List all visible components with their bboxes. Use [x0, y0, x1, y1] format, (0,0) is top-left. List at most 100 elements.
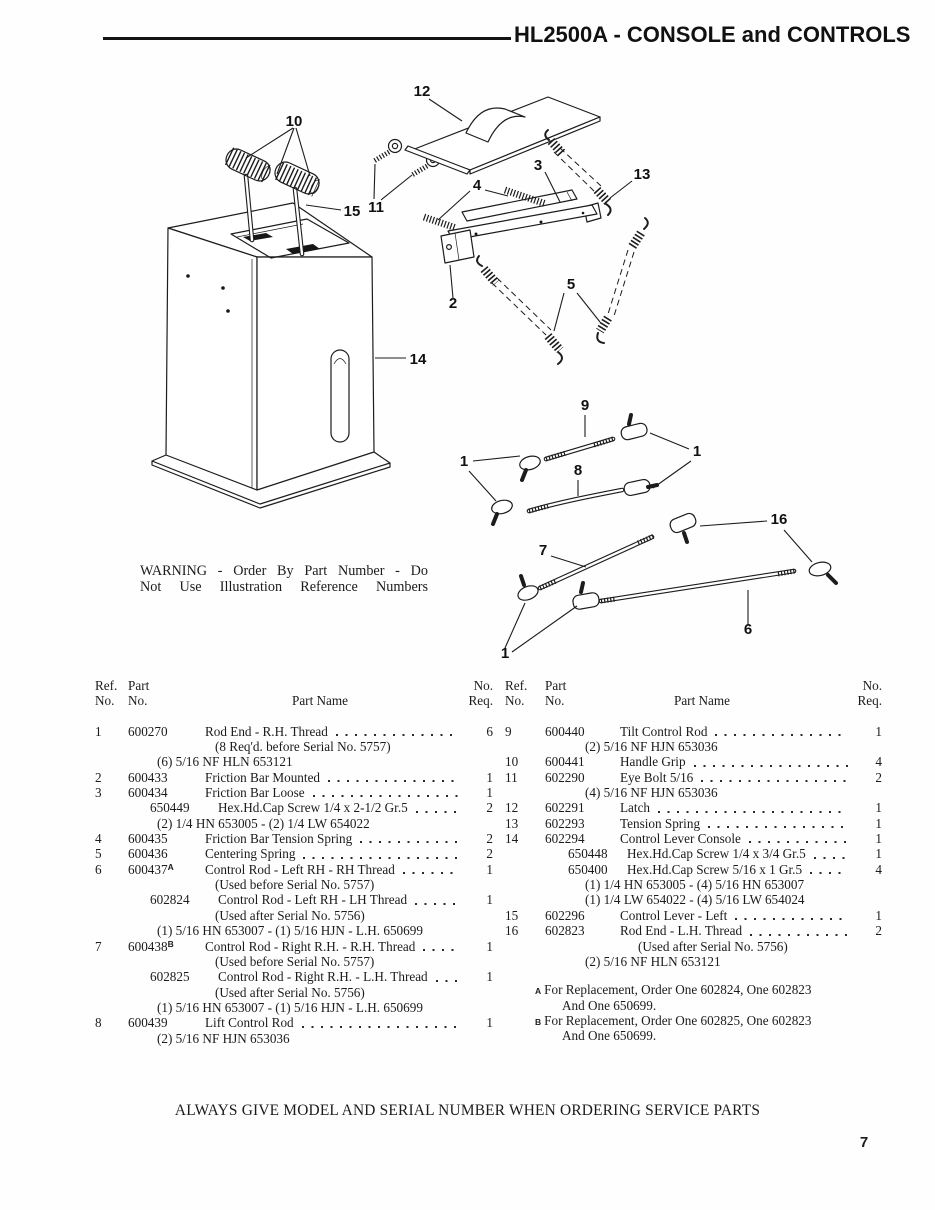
part-number: 602823: [545, 923, 585, 939]
callout-6: 6: [744, 590, 752, 638]
qty-header: Req.: [857, 693, 882, 709]
dot-leader: [301, 1025, 459, 1028]
ref-no-cell: 14: [505, 831, 519, 847]
svg-text:13: 13: [634, 166, 651, 183]
name-header: Part Name: [291, 693, 349, 709]
callout-3: 3: [534, 157, 561, 203]
part-name-cell: Control Rod - Left RH - RH Thread: [205, 861, 395, 877]
qty-cell: 1: [875, 831, 882, 847]
ref-header: Ref.: [505, 678, 528, 693]
svg-text:15: 15: [344, 203, 361, 220]
svg-text:9: 9: [581, 397, 589, 414]
part-number: 650449: [150, 800, 190, 816]
callout-10: 10: [245, 113, 311, 177]
part-header: Part: [545, 678, 567, 693]
warning-text: WARNING - Order By Part Number - Do Not …: [140, 563, 428, 596]
qty-cell: 1: [875, 846, 882, 862]
table-row: (6) 5/16 NF HLN 653121: [95, 754, 493, 769]
part-name-cell: Eye Bolt 5/16: [620, 769, 694, 785]
table-row: (2) 5/16 NF HJN 653036: [95, 1031, 493, 1046]
qty-header: Req.: [468, 693, 493, 709]
note-text: (8 Req'd. before Serial No. 5757): [215, 739, 391, 755]
dot-leader: [748, 841, 848, 844]
part-no-cell: 600437A: [128, 862, 205, 878]
footnote-marker: A: [167, 861, 174, 872]
dot-leader: [423, 948, 459, 951]
ref-no-cell: 1: [95, 723, 102, 739]
part-no-cell: 602293: [545, 816, 620, 832]
svg-text:1: 1: [460, 453, 468, 470]
part-number: 650448: [568, 846, 608, 862]
part-name-cell: Control Rod - Right R.H. - R.H. Thread: [205, 938, 416, 954]
table-row: (Used after Serial No. 5756): [95, 985, 493, 1000]
dot-leader: [360, 841, 459, 844]
part-no-cell: 600270: [128, 724, 205, 740]
part-number: 602296: [545, 907, 585, 923]
ref-no-cell: 5: [95, 846, 102, 862]
callout-12: 12: [414, 83, 463, 122]
name-header: Part Name: [673, 693, 731, 709]
dot-leader: [810, 872, 848, 875]
qty-cell: 1: [486, 769, 493, 785]
warning-line-1: WARNING - Order By Part Number - Do: [140, 563, 428, 579]
control-rods: [491, 413, 838, 610]
part-no-cell: 600440: [545, 724, 620, 740]
exploded-view-diagram: 10 15 14 11 12 4: [151, 83, 838, 662]
qty-cell: 2: [486, 831, 493, 847]
part-no-cell: 600435: [128, 831, 205, 847]
part-number: 600440: [545, 723, 585, 739]
qty-header: No.: [473, 678, 493, 693]
part-number: 600438: [128, 938, 168, 954]
dot-leader: [658, 810, 848, 813]
part-name-cell: Hex.Hd.Cap Screw 1/4 x 3/4 Gr.5: [627, 846, 806, 862]
part-name-cell: Lift Control Rod: [205, 1015, 294, 1031]
svg-text:7: 7: [539, 542, 547, 559]
footnote-text: And One 650699.: [562, 1028, 657, 1044]
page-number: 7: [859, 1134, 869, 1151]
part-name-cell: Rod End - R.H. Thread: [205, 723, 328, 739]
part-name-cell: Handle Grip: [620, 754, 686, 770]
part-number: 650400: [568, 861, 608, 877]
callout-8: 8: [574, 462, 582, 496]
table-row: (Used after Serial No. 5756): [95, 908, 493, 923]
callout-7: 7: [539, 542, 587, 568]
ref-no-cell: 12: [505, 800, 519, 816]
console-box: [151, 202, 391, 509]
qty-cell: 1: [486, 938, 493, 954]
part-name-cell: Centering Spring: [205, 846, 296, 862]
dot-leader: [312, 795, 459, 798]
part-number: 600270: [128, 723, 168, 739]
qty-cell: 6: [486, 723, 493, 739]
part-name-cell: Tension Spring: [620, 815, 701, 831]
qty-cell: 2: [486, 846, 493, 862]
qty-cell: 1: [486, 1015, 493, 1031]
part-no-cell: 600434: [128, 785, 205, 801]
control-levers-and-grips: [224, 147, 320, 257]
callout-1-right: 1: [649, 432, 701, 489]
dot-leader: [750, 933, 848, 936]
callout-14: 14: [375, 351, 427, 368]
svg-text:16: 16: [771, 511, 788, 528]
ref-no-cell: 3: [95, 785, 102, 801]
part-no-cell: 602824: [128, 892, 218, 908]
dot-leader: [415, 810, 459, 813]
part-no-cell: 650400: [545, 862, 627, 878]
svg-text:2: 2: [449, 295, 457, 312]
part-number: 600437: [128, 861, 168, 877]
part-number: 602294: [545, 831, 585, 847]
table-row: (Used after Serial No. 5756): [505, 939, 882, 954]
hardware-text: (1) 5/16 HN 653007 - (1) 5/16 HJN - L.H.…: [157, 999, 423, 1015]
table-row: (1) 1/4 HN 653005 - (4) 5/16 HN 653007: [505, 877, 882, 892]
